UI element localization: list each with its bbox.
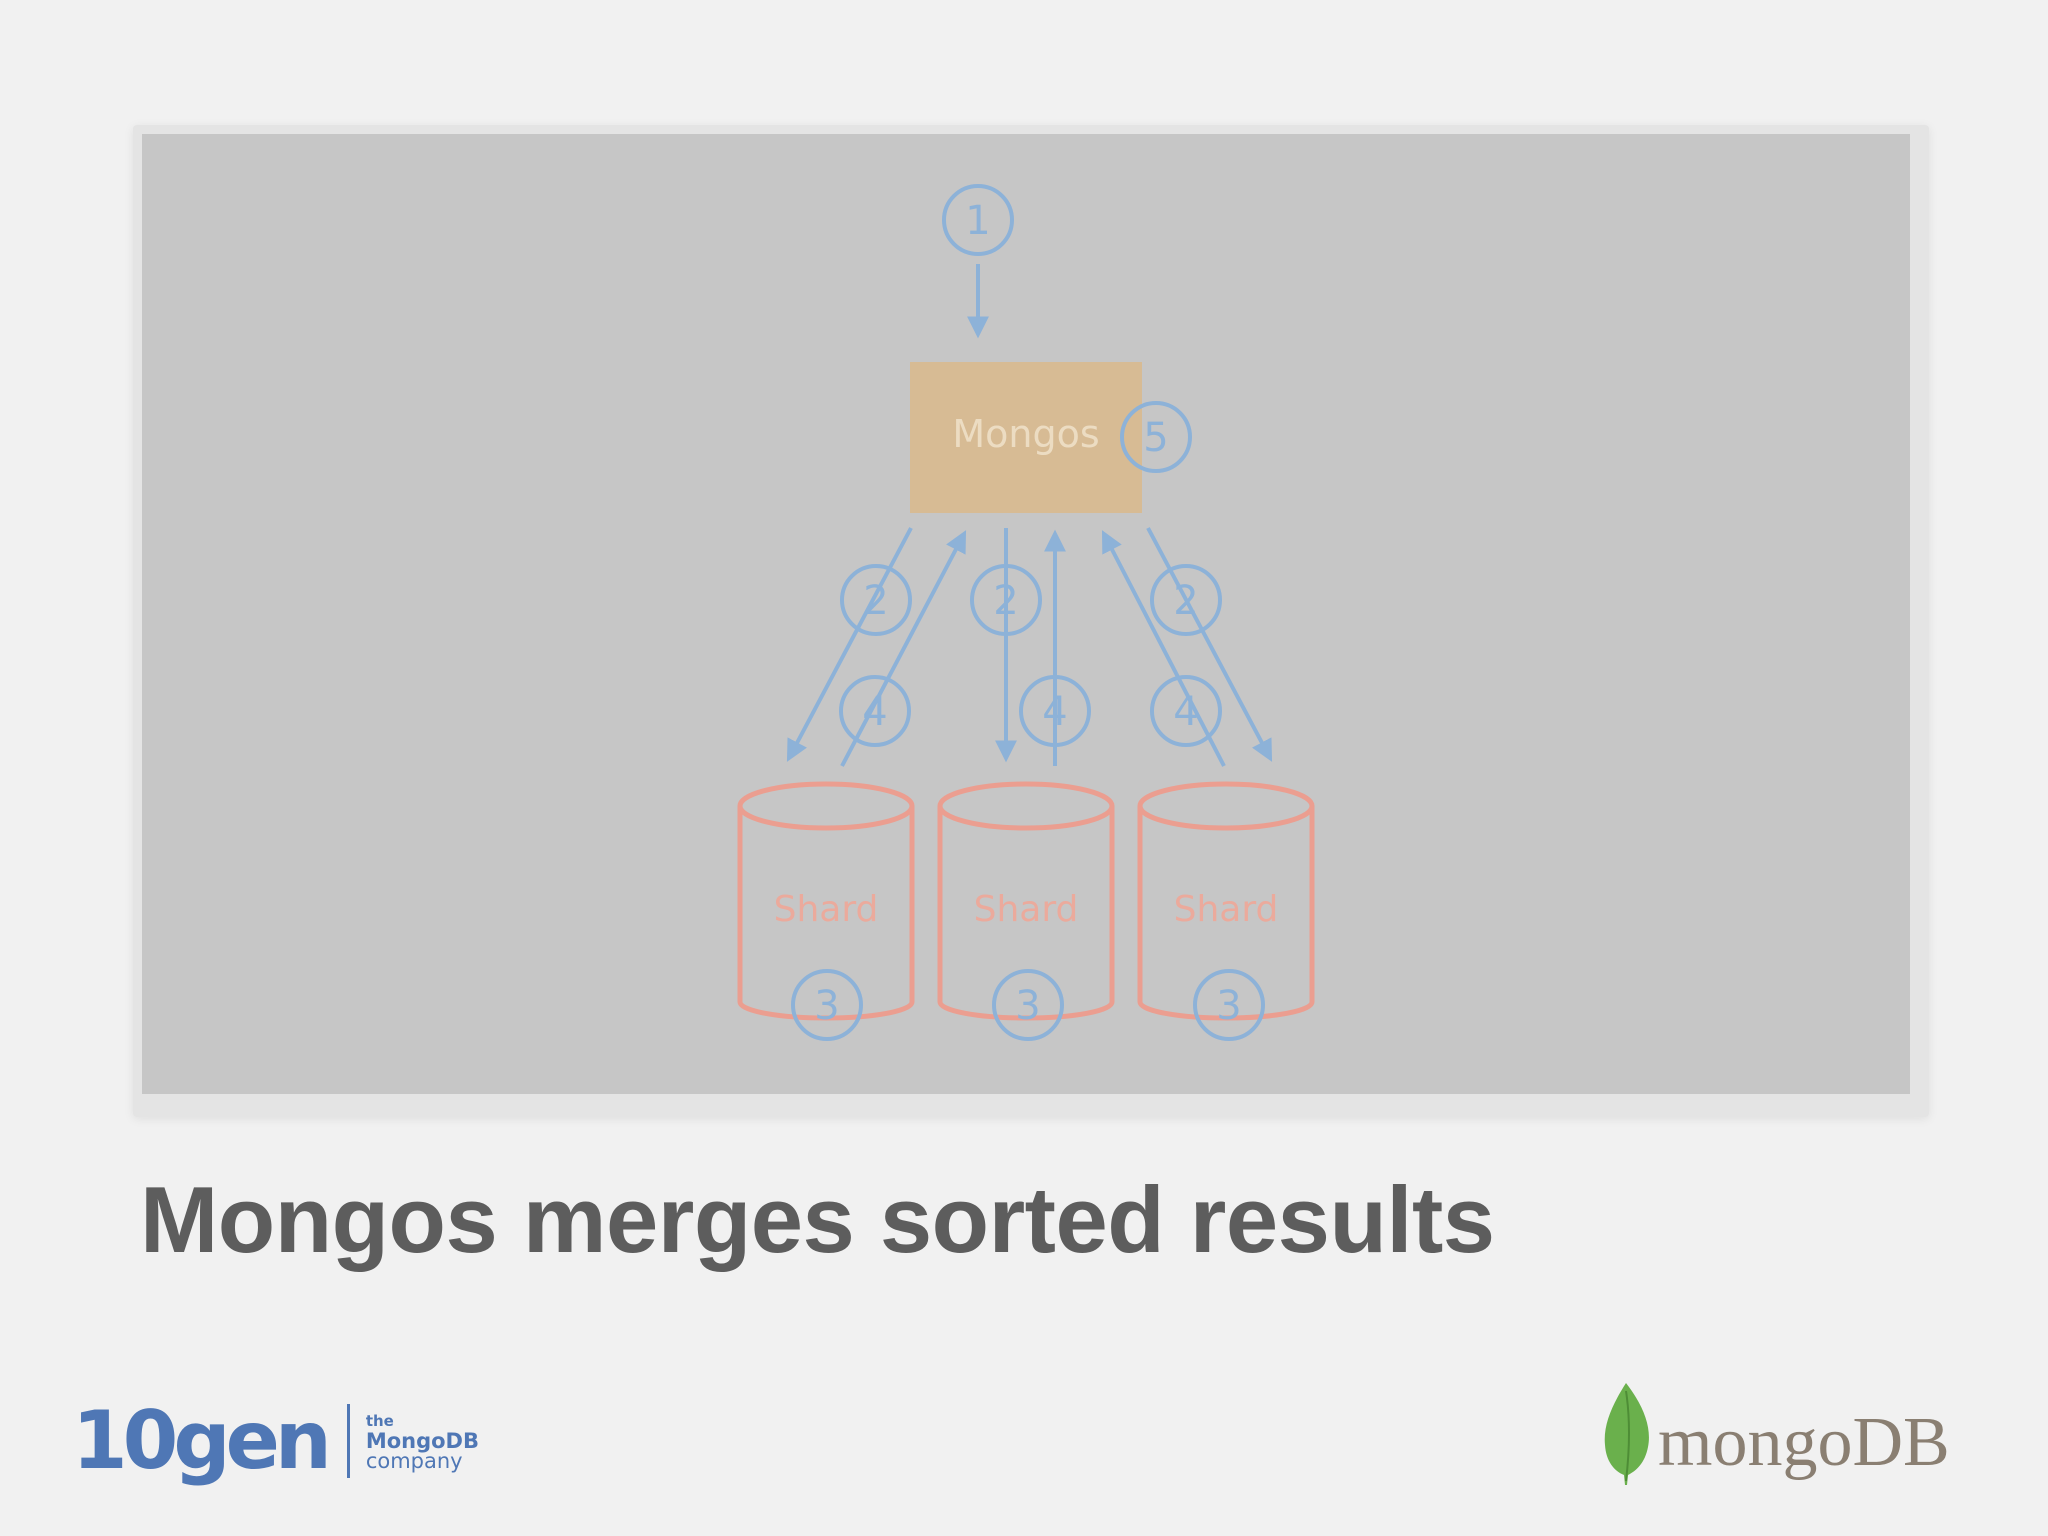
return-arrows: [840, 529, 1226, 767]
step-badge-4-middle-label: 4: [1042, 689, 1067, 735]
step-badge-2-middle-label: 2: [993, 578, 1018, 624]
dispatch-arrow-right: [1146, 527, 1273, 762]
step-badge-4-right-label: 4: [1173, 689, 1198, 735]
step-badge-3-left-label: 3: [814, 983, 839, 1029]
diagram-panel: Mongos Shard Shard Shard: [142, 134, 1910, 1094]
logo-10gen-wordmark: 10gen: [72, 1394, 332, 1487]
step-badge-1: 1: [942, 184, 1014, 256]
logo-tagline-line-1: the: [365, 1412, 394, 1430]
logo-mongodb-wordmark: mongoDB: [1658, 1404, 1950, 1481]
logo-10gen: 10gen the MongoDB company: [72, 1396, 479, 1486]
logo-tagline-line-2: MongoDB: [365, 1429, 479, 1453]
step-badge-4-right: 4: [1150, 675, 1222, 747]
step-badge-3-middle: 3: [992, 969, 1064, 1041]
step-badge-3-middle-label: 3: [1015, 983, 1040, 1029]
step-badge-4-middle: 4: [1019, 675, 1091, 747]
shard-right: Shard: [1137, 781, 1315, 1021]
shard-middle: Shard: [937, 781, 1115, 1021]
return-arrow-right: [1101, 530, 1226, 767]
leaf-icon: [1604, 1383, 1649, 1485]
sharded-query-diagram: Mongos Shard Shard Shard: [737, 184, 1315, 1041]
step-badge-3-left: 3: [791, 969, 863, 1041]
logo-mongodb: mongoDB: [1600, 1374, 1950, 1494]
step-badge-2-right: 2: [1150, 564, 1222, 636]
dispatch-arrow-left: [786, 527, 913, 762]
step-badge-2-left: 2: [840, 564, 912, 636]
step-badge-2-right-label: 2: [1173, 578, 1198, 624]
shard-right-label: Shard: [1174, 889, 1279, 930]
logo-tagline: the MongoDB company: [365, 1411, 479, 1473]
logo-divider: [346, 1404, 350, 1478]
slide-title: Mongos merges sorted results: [140, 1167, 1495, 1272]
shard-middle-label: Shard: [974, 889, 1079, 930]
step-badge-5-label: 5: [1143, 415, 1168, 461]
step-badge-3-right-label: 3: [1216, 983, 1241, 1029]
mongos-router: Mongos: [910, 362, 1142, 513]
step-badge-4-left-label: 4: [862, 689, 887, 735]
shard-left: Shard: [737, 781, 915, 1021]
step-badge-1-label: 1: [965, 198, 990, 244]
step-badge-5: 5: [1120, 401, 1192, 473]
logo-tagline-line-3: company: [365, 1449, 463, 1473]
step-badge-3-right: 3: [1193, 969, 1265, 1041]
step-badge-2-left-label: 2: [863, 578, 888, 624]
shard-left-label: Shard: [774, 889, 879, 930]
step-badge-4-left: 4: [839, 675, 911, 747]
step-badge-2-middle: 2: [970, 564, 1042, 636]
return-arrow-left: [840, 530, 967, 767]
mongos-label: Mongos: [952, 412, 1099, 456]
